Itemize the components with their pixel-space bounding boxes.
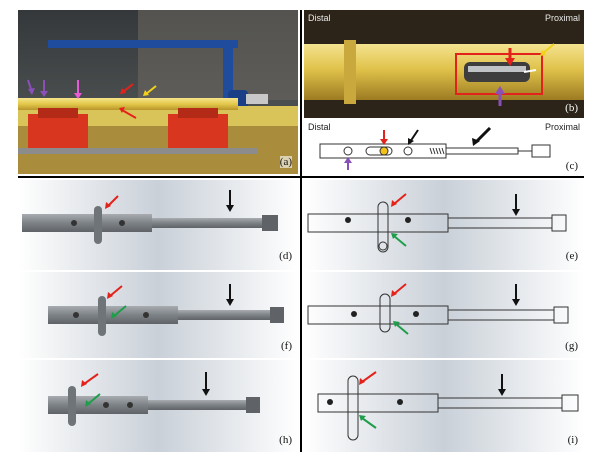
panel-i: (i) bbox=[304, 360, 584, 452]
panel-f: (f) bbox=[18, 272, 298, 358]
panel-c-distal-label: Distal bbox=[308, 122, 331, 132]
panel-h-label: (h) bbox=[279, 434, 292, 446]
vertical-divider bbox=[300, 10, 302, 452]
panel-c-schematic bbox=[319, 126, 551, 170]
panel-g-label: (g) bbox=[565, 340, 578, 352]
panel-a: (a) bbox=[18, 10, 298, 174]
panel-d: (d) bbox=[18, 180, 298, 270]
panel-f-label: (f) bbox=[281, 340, 292, 352]
panel-e: (e) bbox=[304, 180, 584, 270]
panel-e-wireframe bbox=[304, 180, 584, 270]
panel-i-label: (i) bbox=[567, 434, 578, 446]
panel-g: (g) bbox=[304, 272, 584, 358]
panel-a-photo bbox=[18, 10, 298, 174]
horizontal-divider bbox=[18, 176, 584, 178]
panel-d-render bbox=[18, 180, 298, 270]
panel-c-label: (c) bbox=[565, 160, 578, 172]
panel-a-label: (a) bbox=[279, 156, 292, 168]
panel-i-wireframe bbox=[304, 360, 584, 452]
panel-b-distal-label: Distal bbox=[308, 13, 331, 23]
panel-b: Distal Proximal (b) bbox=[304, 10, 584, 118]
panel-e-label: (e) bbox=[565, 250, 578, 262]
panel-d-label: (d) bbox=[279, 250, 292, 262]
panel-h-render bbox=[18, 360, 298, 452]
panel-b-proximal-label: Proximal bbox=[544, 13, 580, 23]
panel-b-photo bbox=[304, 10, 584, 118]
panel-g-wireframe bbox=[304, 272, 584, 358]
panel-c: Distal Proximal (c) bbox=[304, 120, 584, 174]
panel-b-label: (b) bbox=[565, 102, 578, 114]
panel-f-render bbox=[18, 272, 298, 358]
panel-c-proximal-label: Proximal bbox=[544, 122, 580, 132]
panel-h: (h) bbox=[18, 360, 298, 452]
